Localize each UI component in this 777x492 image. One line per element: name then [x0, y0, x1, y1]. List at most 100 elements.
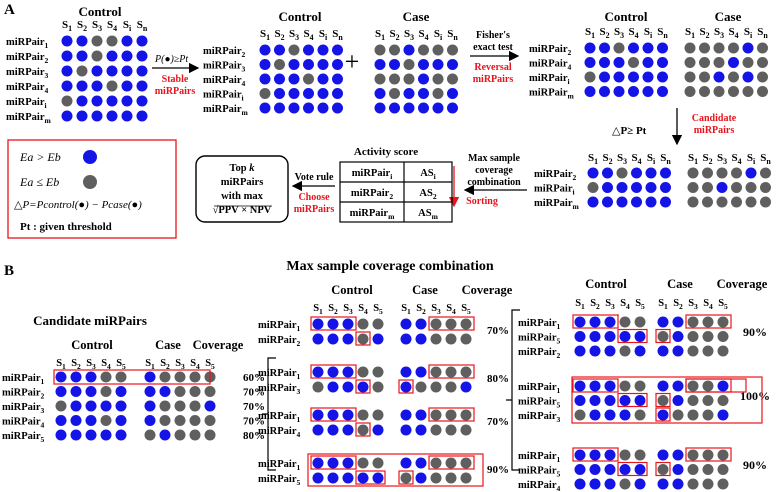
cand-sample-header: S5 [116, 358, 126, 371]
a5k-sample-header: S4 [731, 152, 741, 166]
a2-sample-header: S4 [303, 28, 313, 42]
a5c-sample-header: S3 [617, 152, 627, 166]
right-sample-header: S1 [658, 298, 668, 311]
a1-dot [121, 80, 133, 92]
a4k-dot [713, 42, 725, 54]
cand-control-dot [85, 371, 97, 383]
a5k-dot [716, 182, 728, 193]
right-highlight [617, 461, 648, 477]
cand-control-dot [100, 371, 112, 383]
a2-dot [332, 73, 343, 85]
right-control-dot [619, 478, 631, 490]
right-control-dot [619, 345, 631, 357]
cand-case-dot [189, 429, 201, 441]
a4k-dot [742, 57, 754, 68]
right-highlight [655, 328, 671, 344]
mid-case-dot [460, 424, 472, 436]
mid-case-dot [415, 472, 427, 484]
a2-dot [317, 88, 329, 99]
cand-control-dot [70, 386, 82, 397]
right-case-dot [672, 409, 684, 421]
mid-case-dot [430, 381, 442, 393]
right-case-dot [657, 464, 669, 475]
a4k-dot [757, 42, 768, 54]
a3-dot [432, 88, 444, 99]
mid-case-dot [415, 366, 427, 378]
cand-control-dot [115, 400, 127, 412]
a5c-dot [587, 196, 599, 208]
right-row-label: miRPair5 [518, 333, 561, 346]
a5c-dot [631, 167, 642, 179]
cand-case-dot [204, 386, 216, 397]
mid-control-dot [357, 472, 369, 484]
a5c-dot [631, 196, 642, 208]
right-control-label: Control [585, 277, 627, 291]
a4c-dot [628, 71, 639, 83]
a4k-dot [728, 57, 739, 68]
mid-case-dot [445, 381, 457, 393]
a3-dot [374, 59, 386, 70]
mid-row-label: miRPair2 [258, 335, 301, 348]
a1-dot [91, 65, 103, 77]
a5k-dot [745, 167, 757, 179]
a2-dot [274, 59, 285, 70]
mid-case-dot [460, 381, 472, 393]
a5c-dot [616, 196, 628, 208]
mid-highlight [398, 470, 414, 485]
right-case-dot [717, 380, 729, 392]
right-case-label: Case [667, 277, 693, 291]
a4k-dot [699, 71, 710, 83]
mid-case-dot [430, 333, 442, 345]
cand-case-dot [159, 371, 171, 383]
a2-dot [288, 73, 300, 85]
cand-row-label: miRPair1 [2, 373, 45, 386]
a5k-dot [760, 182, 771, 193]
right-case-highlight [685, 378, 747, 393]
mid-control-dot [342, 366, 354, 378]
activity-title: Activity score [354, 146, 418, 158]
topk-line: √PPV × NPV [213, 204, 272, 216]
a4k-sample-header: S3 [714, 26, 724, 40]
a4k-dot [699, 86, 710, 97]
a3-dot [403, 73, 415, 85]
right-control-dot [589, 380, 601, 392]
cand-control-dot [85, 415, 97, 426]
a5k-dot [716, 196, 728, 208]
a2-dot [288, 102, 300, 114]
candidate-title: Candidate miRPairs [33, 313, 147, 328]
cand-sample-header: S5 [205, 358, 215, 371]
right-case-dot [687, 345, 699, 357]
mid-control-dot [312, 424, 324, 436]
right-control-highlight [572, 378, 619, 393]
mid-case-dot [415, 457, 427, 469]
right-coverage-label: Coverage [717, 277, 768, 291]
right-case-dot [702, 316, 714, 328]
right-case-dot [657, 316, 669, 328]
a5k-dot [760, 196, 771, 208]
mid-case-dot [430, 472, 442, 484]
a5k-dot [731, 182, 742, 193]
cand-sample-header: S2 [71, 358, 81, 371]
a5c-dot [587, 167, 599, 179]
right-control-highlight [572, 447, 619, 462]
a4c-row-label: miRPair2 [529, 44, 572, 57]
right-control-dot [604, 464, 616, 475]
a3-dot [418, 88, 429, 99]
cand-case-dot [174, 415, 186, 426]
a4k-dot [684, 42, 696, 54]
a4c-dot [613, 86, 625, 97]
cand-sample-header: S1 [56, 358, 66, 371]
right-highlight [617, 392, 648, 408]
legend-blue-dot [83, 150, 97, 164]
right-row-label: miRPair1 [518, 318, 561, 331]
right-control-dot [604, 331, 616, 342]
a4c-sample-header: S4 [628, 26, 638, 40]
mid-case-dot [415, 333, 427, 345]
mid-coverage: 90% [487, 464, 509, 476]
right-case-dot [717, 409, 729, 421]
a1-dot [136, 35, 148, 47]
mid-control-dot [372, 381, 384, 393]
a1-dot [136, 95, 148, 107]
